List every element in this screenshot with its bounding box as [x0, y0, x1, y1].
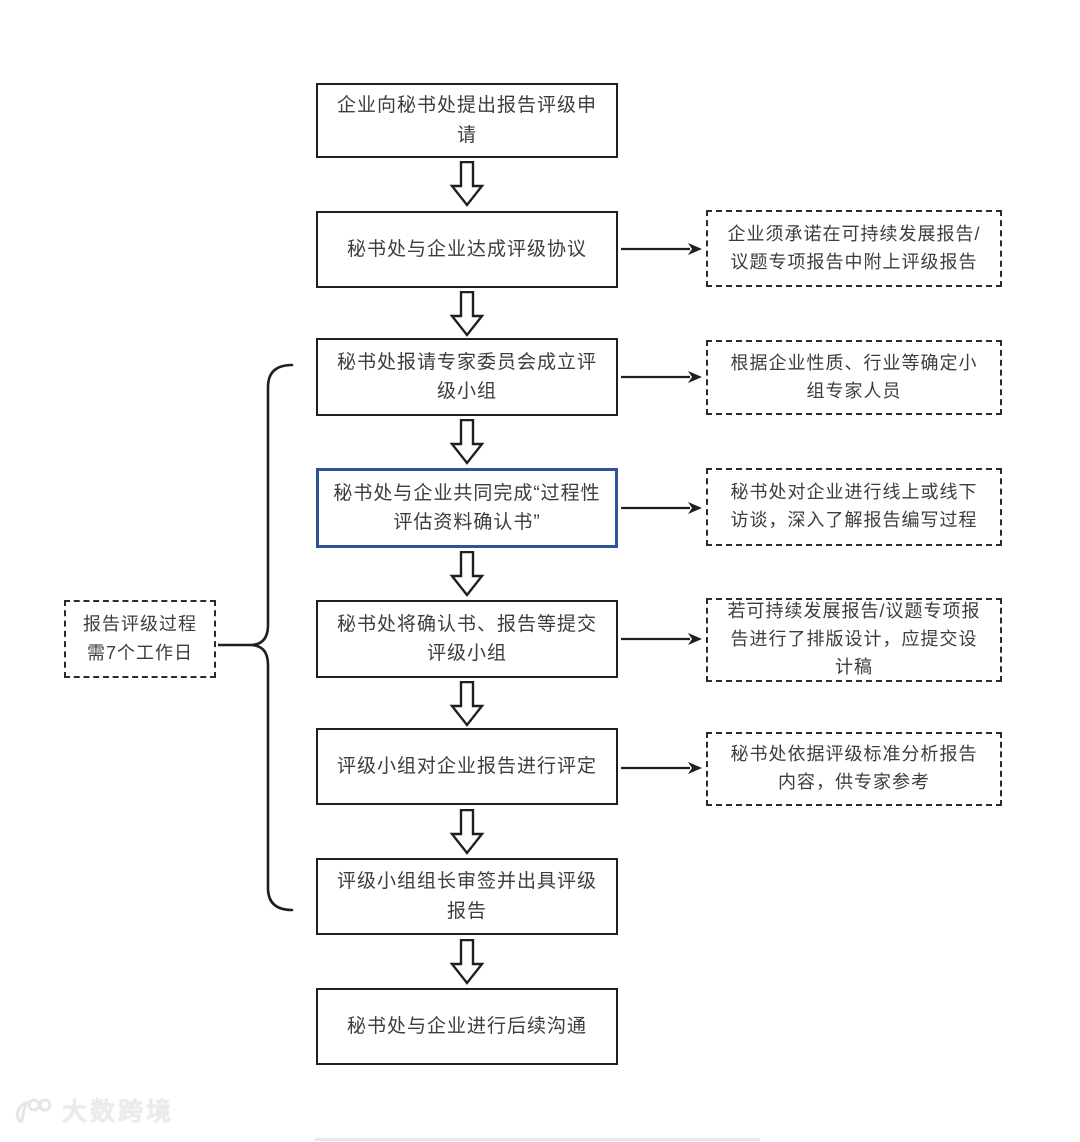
flow-step-6-label: 评级小组对企业报告进行评定: [336, 755, 597, 777]
duration-note-line2: 需7个工作日: [86, 643, 193, 663]
down-arrow-icon: [449, 419, 485, 465]
flow-step-2: 秘书处与企业达成评级协议: [316, 211, 618, 288]
annotation-1-label: 企业须承诺在可持续发展报告/议题专项报告中附上评级报告: [727, 223, 981, 272]
flow-step-8: 秘书处与企业进行后续沟通: [316, 988, 618, 1065]
annotation-4-label: 若可持续发展报告/议题专项报告进行了排版设计，应提交设计稿: [727, 601, 981, 677]
flow-step-2-label: 秘书处与企业达成评级协议: [346, 238, 587, 260]
annotation-3-label: 秘书处对企业进行线上或线下访谈，深入了解报告编写过程: [730, 482, 978, 530]
flow-step-3-label: 秘书处报请专家委员会成立评级小组: [336, 351, 597, 402]
flow-step-1: 企业向秘书处提出报告评级申请: [316, 83, 618, 158]
down-arrow-icon: [449, 681, 485, 727]
down-arrow-icon: [449, 809, 485, 855]
watermark-100-logo-icon: [15, 1098, 52, 1124]
down-arrow-icon: [449, 291, 485, 337]
duration-note-line1: 报告评级过程: [83, 614, 197, 635]
flow-step-4-label: 秘书处与企业共同完成“过程性评估资料确认书”: [333, 482, 601, 533]
annotation-box-5: 秘书处依据评级标准分析报告内容，供专家参考: [706, 732, 1002, 806]
right-arrow-icon: [621, 762, 702, 774]
flow-step-7-label: 评级小组组长审签并出具评级报告: [336, 871, 597, 922]
watermark: 大数跨境: [14, 1092, 174, 1128]
flow-step-5-label: 秘书处将确认书、报告等提交评级小组: [336, 613, 597, 664]
duration-note-box: 报告评级过程 需7个工作日: [64, 600, 216, 678]
right-arrow-icon: [621, 371, 702, 383]
flow-step-1-label: 企业向秘书处提出报告评级申请: [336, 95, 597, 146]
annotation-2-label: 根据企业性质、行业等确定小组专家人员: [730, 352, 978, 401]
cropped-content-edge: [315, 1138, 760, 1141]
right-arrow-icon: [621, 243, 702, 255]
annotation-box-1: 企业须承诺在可持续发展报告/议题专项报告中附上评级报告: [706, 210, 1002, 287]
right-arrow-icon: [621, 502, 702, 514]
flow-step-5: 秘书处将确认书、报告等提交评级小组: [316, 600, 618, 678]
down-arrow-icon: [449, 939, 485, 985]
annotation-box-4: 若可持续发展报告/议题专项报告进行了排版设计，应提交设计稿: [706, 598, 1002, 682]
flow-step-4-highlighted: 秘书处与企业共同完成“过程性评估资料确认书”: [316, 468, 618, 548]
flow-step-8-label: 秘书处与企业进行后续沟通: [346, 1015, 587, 1037]
right-arrow-icon: [621, 633, 702, 645]
down-arrow-icon: [449, 551, 485, 597]
flow-step-7: 评级小组组长审签并出具评级报告: [316, 858, 618, 935]
annotation-5-label: 秘书处依据评级标准分析报告内容，供专家参考: [730, 744, 978, 792]
flow-step-3: 秘书处报请专家委员会成立评级小组: [316, 338, 618, 416]
annotation-box-2: 根据企业性质、行业等确定小组专家人员: [706, 340, 1002, 415]
down-arrow-icon: [449, 161, 485, 207]
annotation-box-3: 秘书处对企业进行线上或线下访谈，深入了解报告编写过程: [706, 468, 1002, 546]
flow-step-6: 评级小组对企业报告进行评定: [316, 728, 618, 805]
watermark-text: 大数跨境: [62, 1098, 175, 1126]
brace-span-icon: [218, 363, 294, 912]
